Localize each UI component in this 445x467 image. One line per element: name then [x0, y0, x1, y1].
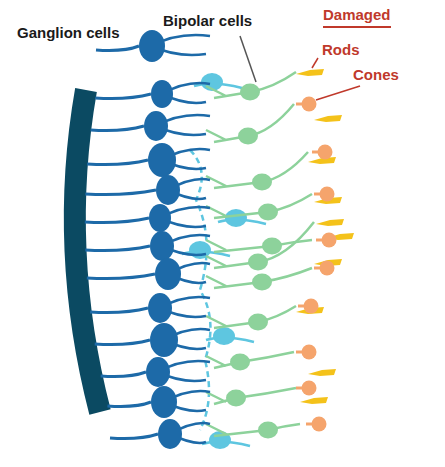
ganglion-cell — [151, 386, 177, 418]
ganglion-axon — [85, 246, 150, 251]
bipolar-cell — [258, 422, 278, 439]
ganglion-cell — [144, 111, 168, 141]
rod-cell — [308, 369, 336, 376]
ganglion-axon — [110, 434, 158, 439]
heading-label: Damaged — [323, 6, 391, 28]
part-label: Bipolar cells — [163, 12, 252, 30]
rod-cell — [314, 115, 342, 122]
cone-cell — [312, 417, 327, 432]
amacrine-cell — [213, 327, 235, 345]
leader-line — [312, 58, 318, 68]
bipolar-cell — [252, 274, 272, 291]
ganglion-axon — [96, 46, 139, 51]
bipolar-cell — [230, 354, 250, 371]
ganglion-cell — [150, 231, 174, 261]
leader-line — [316, 86, 360, 100]
part-label: Cones — [353, 66, 399, 84]
ganglion-cell — [146, 357, 170, 387]
bipolar-cell — [240, 84, 260, 101]
cone-cell — [322, 233, 337, 248]
ganglion-axon — [85, 190, 156, 195]
ganglion-axon — [91, 126, 144, 131]
ganglion-axon — [107, 402, 151, 407]
cone-cell — [302, 97, 317, 112]
leader-line — [240, 36, 256, 82]
bipolar-cell — [238, 128, 258, 145]
bipolar-cell — [248, 254, 268, 271]
rod-cell — [300, 397, 328, 404]
ganglion-axon — [87, 160, 148, 165]
ganglion-cell — [148, 143, 176, 177]
ganglion-axon — [87, 274, 155, 279]
ganglion-cell — [139, 30, 165, 62]
cone-cell — [320, 187, 335, 202]
rod-cell — [316, 219, 344, 226]
cone-cell — [302, 345, 317, 360]
ganglion-cell — [156, 175, 180, 205]
bipolar-cell — [258, 204, 278, 221]
amacrine-process — [190, 150, 210, 430]
cone-cell — [302, 381, 317, 396]
bipolar-cell — [226, 390, 246, 407]
part-label: Rods — [322, 41, 360, 59]
cone-cell — [304, 299, 319, 314]
ganglion-axon — [95, 340, 150, 345]
ganglion-cell — [155, 258, 181, 290]
ganglion-cell — [148, 293, 172, 323]
ganglion-cell — [149, 204, 171, 232]
amacrine-cell — [225, 209, 247, 227]
rod-cell — [296, 69, 324, 76]
bipolar-cell — [262, 238, 282, 255]
cone-cell — [320, 261, 335, 276]
bipolar-cell — [248, 314, 268, 331]
cone-cell — [318, 145, 333, 160]
ganglion-axon — [101, 372, 146, 377]
part-label: Ganglion cells — [17, 24, 120, 42]
ganglion-axon — [95, 94, 151, 99]
bipolar-dendrite — [258, 222, 314, 262]
ganglion-cell — [150, 323, 178, 357]
ganglion-axon — [90, 308, 148, 313]
bipolar-cell — [252, 174, 272, 191]
ganglion-axon — [85, 218, 149, 223]
ganglion-cell — [151, 80, 173, 108]
ganglion-cell — [158, 419, 182, 449]
